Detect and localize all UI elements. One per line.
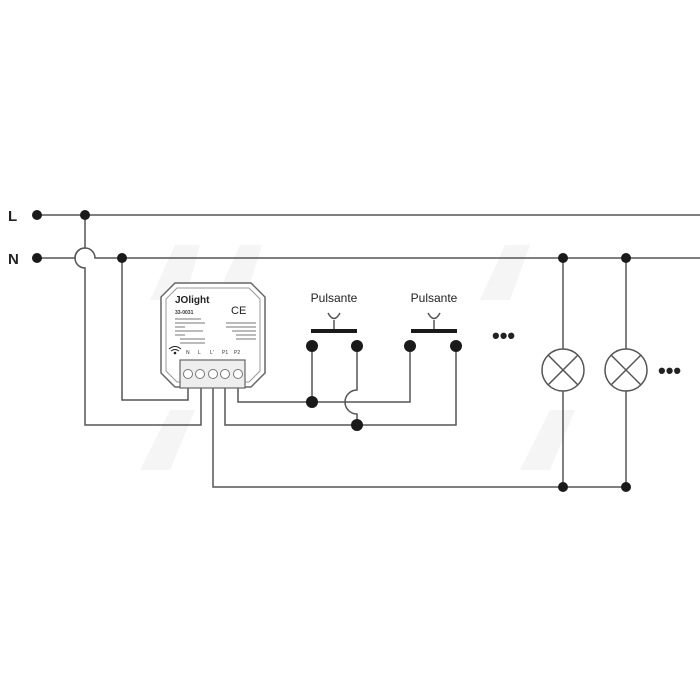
smart-relay-device: JOlight 33-0031 CE N L L' P1 P2 <box>160 282 266 389</box>
junction-dots <box>32 210 631 492</box>
terminal-label: N <box>186 350 190 356</box>
terminal-label: P2 <box>234 350 240 356</box>
terminal-label: P1 <box>222 350 228 356</box>
wire-P1 <box>224 346 457 426</box>
wire-P2 <box>237 346 411 403</box>
button-label: Pulsante <box>311 291 358 305</box>
label-L: L <box>8 208 17 225</box>
terminal-label: L <box>198 350 201 356</box>
wire-btn1-b <box>344 346 358 425</box>
wire-N <box>37 247 700 259</box>
terminal-labels: N L L' P1 P2 <box>186 350 240 356</box>
terminal-label: L' <box>210 350 214 356</box>
device-brand: JOlight <box>175 295 210 306</box>
continuation-dots: ••• <box>658 358 681 383</box>
device-spec-text <box>175 318 256 344</box>
terminal-screws <box>183 369 243 379</box>
continuation-dots: ••• <box>492 323 515 348</box>
lamp-icon <box>604 348 648 392</box>
wifi-icon <box>168 346 182 355</box>
device-model: 33-0031 <box>175 310 194 316</box>
lamp-icon <box>541 348 585 392</box>
button-label: Pulsante <box>411 291 458 305</box>
wire-lamp-out <box>212 388 626 488</box>
wire-L-to-device <box>74 215 202 426</box>
ce-mark: CE <box>231 305 246 317</box>
pushbutton-icon <box>311 312 357 333</box>
label-N: N <box>8 251 19 268</box>
pushbutton-icon <box>411 312 457 333</box>
wire-N-to-device <box>121 258 189 401</box>
